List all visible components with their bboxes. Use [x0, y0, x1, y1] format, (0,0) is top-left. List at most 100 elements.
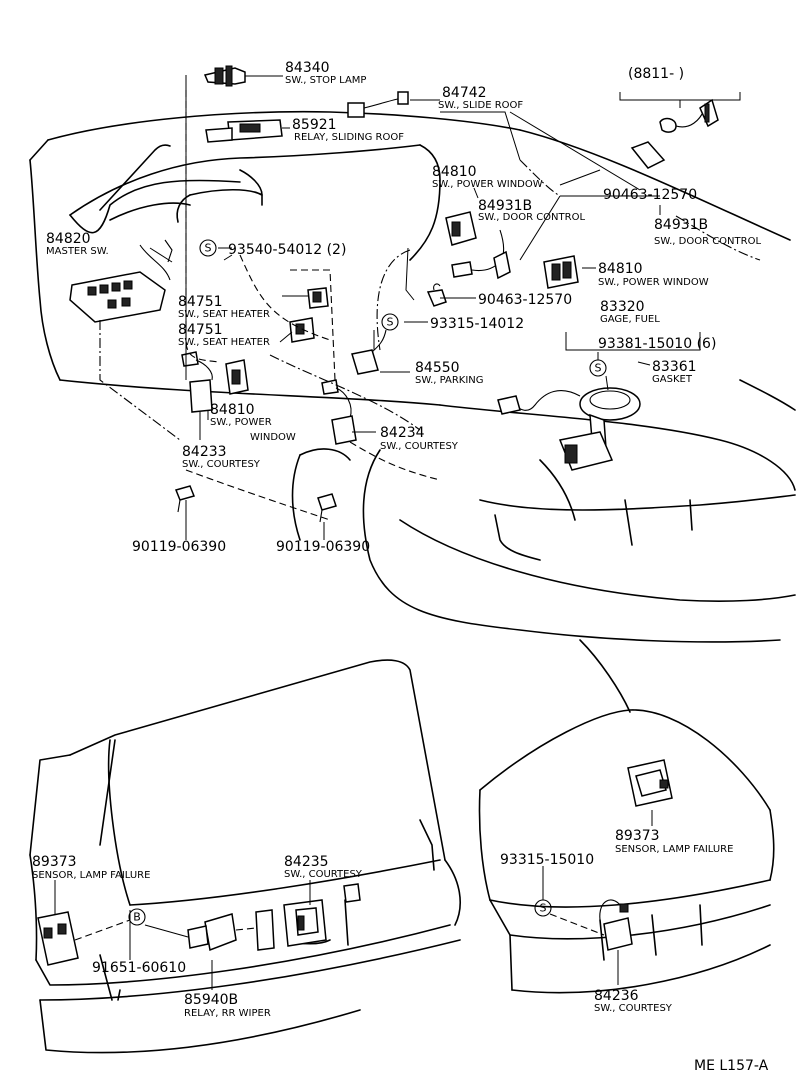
part-label-84751-lower: 84751 SW., SEAT HEATER [178, 322, 270, 348]
part-label-85921: 85921 RELAY, SLIDING ROOF [292, 117, 404, 143]
svg-text:S: S [540, 902, 547, 915]
svg-text:RELAY, SLIDING ROOF: RELAY, SLIDING ROOF [294, 132, 404, 143]
part-labels: (8811- ) 84340 SW., STOP LAMP 84742 SW.,… [32, 60, 769, 1074]
svg-text:83361: 83361 [652, 359, 697, 375]
part-label-93315-15010: 93315-15010 [500, 852, 594, 868]
part-label-84931b-right: 84931B SW., DOOR CONTROL [654, 217, 761, 247]
svg-text:SW., SEAT HEATER: SW., SEAT HEATER [178, 337, 270, 348]
svg-text:84235: 84235 [284, 854, 329, 870]
part-label-84236: 84236 SW., COURTESY [594, 988, 673, 1014]
svg-text:89373: 89373 [32, 854, 77, 870]
svg-text:93381-15010 (6): 93381-15010 (6) [598, 336, 716, 352]
part-label-83320: 83320 GAGE, FUEL [600, 299, 660, 325]
b-symbol: B [128, 908, 146, 926]
dashed-wiring-lines-top [99, 90, 761, 521]
power-window-switch-drawing-door [445, 211, 511, 280]
seat-heater-switch-drawing-upper [307, 287, 329, 309]
part-label-93381-15010: 93381-15010 (6) [598, 336, 716, 352]
door-clip-drawing [426, 283, 447, 307]
part-label-84931b-center: 84931B SW., DOOR CONTROL [478, 198, 585, 223]
part-label-84742: 84742 SW., SLIDE ROOF [438, 85, 523, 111]
part-label-89373-wagon: 89373 SENSOR, LAMP FAILURE [32, 854, 150, 881]
svg-text:90119-06390: 90119-06390 [276, 539, 370, 555]
svg-text:RELAY, RR WIPER: RELAY, RR WIPER [184, 1008, 271, 1019]
part-label-84810-mid: 84810 SW., POWER WINDOW [598, 261, 709, 288]
svg-text:SW., DOOR CONTROL: SW., DOOR CONTROL [478, 212, 585, 223]
footer-code: ME L157-A [694, 1058, 769, 1074]
part-label-84751-upper: 84751 SW., SEAT HEATER [178, 294, 270, 320]
svg-text:84820: 84820 [46, 231, 91, 247]
s-symbol-3: S [589, 359, 607, 377]
svg-text:84550: 84550 [415, 360, 460, 376]
leader-lines-wagon [54, 880, 311, 990]
trunk-parts-drawing [599, 759, 673, 951]
part-label-84234: 84234 SW., COURTESY [380, 425, 459, 452]
part-label-90119-06390-left: 90119-06390 [132, 539, 226, 555]
part-label-93315-14012: 93315-14012 [430, 316, 524, 332]
svg-text:MASTER SW.: MASTER SW. [46, 246, 109, 257]
s-symbol-1: S [199, 239, 217, 257]
part-label-89373-trunk: 89373 SENSOR, LAMP FAILURE [615, 828, 733, 855]
date-range: (8811- ) [628, 66, 684, 82]
svg-text:SW., DOOR CONTROL: SW., DOOR CONTROL [654, 236, 761, 247]
svg-text:84931B: 84931B [654, 217, 708, 233]
svg-text:90119-06390: 90119-06390 [132, 539, 226, 555]
part-label-84810-lower: 84810 SW., POWER WINDOW [210, 402, 296, 443]
power-window-switch-drawing-rear [543, 255, 579, 289]
svg-text:SW., SEAT HEATER: SW., SEAT HEATER [178, 309, 270, 320]
courtesy-switch-drawing-rear-door [321, 379, 357, 445]
svg-text:93540-54012 (2): 93540-54012 (2) [228, 242, 346, 258]
wagon-parts-drawing [37, 883, 361, 966]
svg-text:84233: 84233 [182, 444, 227, 460]
wagon-body-outline [29, 659, 461, 1054]
part-label-90463-12570-top: 90463-12570 [603, 187, 697, 203]
svg-text:B: B [133, 911, 141, 924]
svg-text:85940B: 85940B [184, 992, 238, 1008]
part-label-84820: 84820 MASTER SW. [46, 231, 109, 257]
part-label-85940b: 85940B RELAY, RR WIPER [184, 992, 271, 1019]
leader-lines-trunk [542, 810, 653, 985]
part-label-84340: 84340 SW., STOP LAMP [285, 60, 366, 86]
svg-text:SW., STOP LAMP: SW., STOP LAMP [285, 75, 366, 86]
svg-text:SENSOR, LAMP FAILURE: SENSOR, LAMP FAILURE [615, 844, 733, 855]
svg-text:90463-12570: 90463-12570 [603, 187, 697, 203]
svg-text:83320: 83320 [600, 299, 645, 315]
svg-text:84236: 84236 [594, 988, 639, 1004]
part-label-90463-12570-mid: 90463-12570 [478, 292, 572, 308]
svg-text:84751: 84751 [178, 294, 223, 310]
svg-text:SW., COURTESY: SW., COURTESY [380, 441, 459, 452]
svg-text:84234: 84234 [380, 425, 425, 441]
svg-text:GASKET: GASKET [652, 374, 693, 385]
part-label-91651-60610: 91651-60610 [92, 960, 186, 976]
svg-text:84810: 84810 [432, 164, 477, 180]
svg-text:84751: 84751 [178, 322, 223, 338]
svg-text:S: S [387, 316, 394, 329]
svg-text:WINDOW: WINDOW [250, 432, 296, 443]
dashed-lines-wagon [74, 919, 257, 941]
svg-text:SW., SLIDE ROOF: SW., SLIDE ROOF [438, 100, 523, 111]
stop-lamp-switch-drawing [203, 65, 246, 87]
sedan-trunk-outline [478, 639, 775, 994]
svg-text:84810: 84810 [210, 402, 255, 418]
svg-text:SW., COURTESY: SW., COURTESY [594, 1003, 673, 1014]
svg-text:S: S [595, 362, 602, 375]
svg-text:85921: 85921 [292, 117, 337, 133]
svg-text:SW., POWER WINDOW: SW., POWER WINDOW [432, 179, 543, 190]
svg-text:84340: 84340 [285, 60, 330, 76]
svg-text:SW., COURTESY: SW., COURTESY [182, 459, 261, 470]
svg-text:SW., POWER WINDOW: SW., POWER WINDOW [598, 277, 709, 288]
svg-text:SW., POWER: SW., POWER [210, 417, 272, 428]
s-symbol-4: S [534, 899, 552, 917]
door-control-switch-drawing-right [630, 98, 719, 169]
svg-text:91651-60610: 91651-60610 [92, 960, 186, 976]
svg-text:84742: 84742 [442, 85, 487, 101]
screw-drawing-left [174, 485, 196, 513]
sliding-roof-relay-drawing [205, 119, 283, 143]
part-label-84810-top: 84810 SW., POWER WINDOW [432, 164, 543, 190]
slide-roof-switch-drawing [347, 91, 409, 118]
s-symbol-2: S [381, 313, 399, 331]
parking-switch-drawing [351, 329, 387, 375]
svg-text:SW., COURTESY: SW., COURTESY [284, 869, 363, 880]
